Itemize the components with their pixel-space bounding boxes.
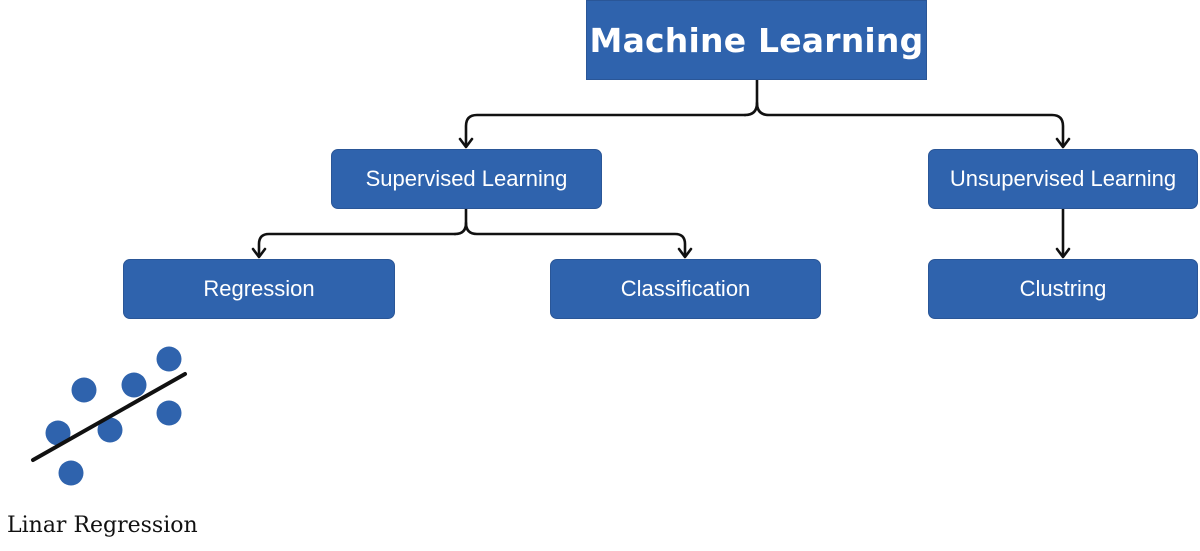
scatter-point xyxy=(97,417,123,443)
arrowhead-regression xyxy=(251,247,267,259)
arrowhead-classification xyxy=(677,247,693,259)
scatter-point xyxy=(156,346,182,372)
connector-supervised-to-regression xyxy=(257,232,457,258)
connector-supervised-to-classification xyxy=(464,221,687,258)
connector-root-trunk xyxy=(743,78,759,117)
scatter-point xyxy=(121,372,147,398)
node-classification-label: Classification xyxy=(620,276,751,301)
node-regression: Regression xyxy=(123,259,395,319)
node-classification: Classification xyxy=(550,259,821,319)
node-machine-learning-label: Machine Learning xyxy=(589,20,924,60)
arrowhead-unsupervised xyxy=(1055,137,1071,149)
node-supervised-learning: Supervised Learning xyxy=(331,149,602,209)
regression-scatter-illustration xyxy=(31,346,187,486)
node-machine-learning: Machine Learning xyxy=(586,0,927,80)
node-clustering-label: Clustring xyxy=(1019,276,1107,301)
node-unsupervised-learning-label: Unsupervised Learning xyxy=(949,166,1177,191)
connector-root-to-supervised xyxy=(464,113,747,148)
regression-fit-line xyxy=(31,372,187,462)
connector-supervised-trunk xyxy=(453,207,468,236)
node-supervised-learning-label: Supervised Learning xyxy=(365,166,568,191)
scatter-point xyxy=(58,460,84,486)
illustration-caption: Linar Regression xyxy=(7,513,198,538)
node-unsupervised-learning: Unsupervised Learning xyxy=(928,149,1198,209)
scatter-point xyxy=(156,400,182,426)
arrowhead-clustering xyxy=(1055,247,1071,259)
scatter-point xyxy=(45,420,71,446)
arrowhead-supervised xyxy=(458,137,474,149)
node-clustering: Clustring xyxy=(928,259,1198,319)
node-regression-label: Regression xyxy=(203,276,315,301)
scatter-point xyxy=(71,377,97,403)
connector-root-to-unsupervised xyxy=(755,101,1065,148)
